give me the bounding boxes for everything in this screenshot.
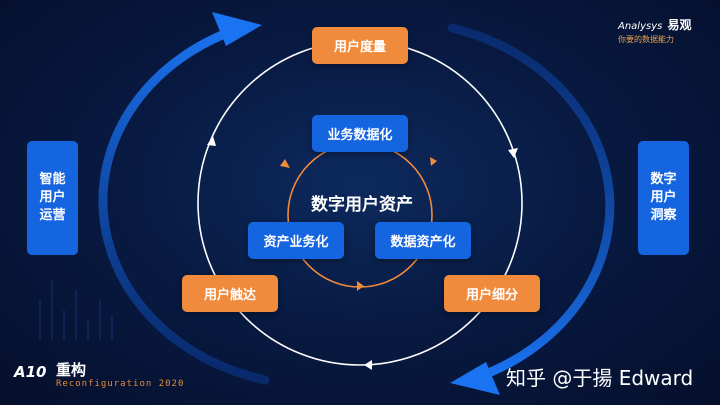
brand-slogan: 你要的数据能力 xyxy=(618,35,674,44)
event-branding: A10 重构 Reconfiguration 2020 xyxy=(14,357,194,397)
orange-ring-arrow-left xyxy=(280,159,290,168)
node-user-reach: 用户触达 xyxy=(182,275,278,312)
node-user-measurement-label: 用户度量 xyxy=(333,40,386,55)
node-user-segmentation: 用户细分 xyxy=(444,275,540,312)
node-user-measurement: 用户度量 xyxy=(312,27,408,64)
decor-lines xyxy=(39,280,113,340)
outer-arc-right-arrowhead xyxy=(450,362,500,395)
outer-arc-left-arrowhead xyxy=(212,12,262,46)
node-data-assetization: 数据资产化 xyxy=(375,222,471,259)
watermark: 知乎 @于揚 Edward xyxy=(506,366,694,390)
side-panel-smart-operation: 智能 用户 运营 xyxy=(27,141,78,255)
brand-cn: 易观 xyxy=(667,18,692,32)
orange-ring xyxy=(287,142,433,288)
node-user-reach-label: 用户触达 xyxy=(203,288,256,303)
outer-arc-right xyxy=(447,23,615,383)
orange-ring-arrow-right xyxy=(430,157,437,166)
white-ring-arrow-left xyxy=(207,136,216,146)
a10-logo: A10 xyxy=(14,363,47,381)
side-panel-smart-operation-label: 智能 用户 运营 xyxy=(39,172,66,223)
brand-en: Analysys xyxy=(618,21,663,32)
center-title: 数字用户资产 xyxy=(311,195,413,215)
outer-arc-left xyxy=(98,25,270,385)
node-asset-businessization: 资产业务化 xyxy=(248,222,344,259)
node-data-assetization-label: 数据资产化 xyxy=(390,235,456,250)
side-panel-digital-insight-label: 数字 用户 洞察 xyxy=(650,172,677,223)
node-user-segmentation-label: 用户细分 xyxy=(465,288,518,303)
white-ring-arrow-bottom xyxy=(364,360,372,370)
white-ring-arrow-right xyxy=(508,148,518,158)
node-asset-businessization-label: 资产业务化 xyxy=(263,235,329,250)
event-subtitle: Reconfiguration 2020 xyxy=(56,379,185,389)
event-title: 重构 xyxy=(56,361,87,379)
brand-logo: Analysys 易观 你要的数据能力 xyxy=(618,14,714,45)
orange-ring-arrow-bottom xyxy=(357,281,364,291)
node-business-datafication: 业务数据化 xyxy=(312,115,408,152)
side-panel-digital-insight: 数字 用户 洞察 xyxy=(638,141,689,255)
node-business-datafication-label: 业务数据化 xyxy=(327,128,393,143)
